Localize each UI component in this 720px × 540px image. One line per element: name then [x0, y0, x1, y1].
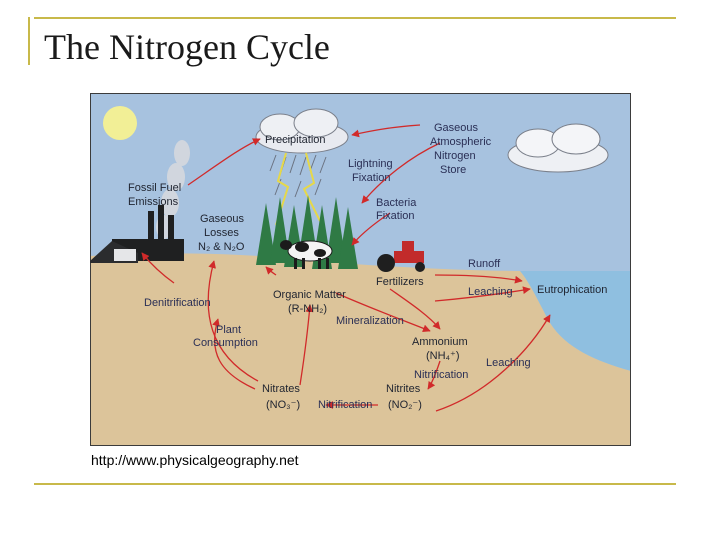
precipitation-cloud-icon: [255, 108, 349, 154]
source-url: http://www.physicalgeography.net: [91, 452, 299, 468]
nitrates-label-line2: (NO₃⁻): [266, 399, 300, 411]
arrow-denitrification: [207, 260, 259, 382]
bottom-frame-line: [34, 483, 676, 485]
nitrification-upper-label: Nitrification: [414, 369, 468, 381]
lightning-icon: [275, 152, 321, 226]
gaseous-store-label-line1: Gaseous: [434, 122, 479, 134]
gaseous-losses-label-line2: Losses: [204, 227, 239, 239]
arrow-organic-to-forest: [265, 266, 277, 276]
arrow-leaching-right: [435, 314, 551, 412]
top-frame-line: [34, 17, 676, 19]
nitrites-label-line2: (NO₂⁻): [388, 399, 422, 411]
soil: [90, 253, 631, 446]
factory-icon: [90, 205, 184, 263]
arrow-fertilizer-to-ammonium: [389, 288, 441, 330]
fossil-fuel-label-line1: Fossil Fuel: [128, 182, 181, 194]
arrow-store-to-lightning: [361, 142, 441, 204]
runoff-label: Runoff: [468, 258, 501, 270]
ammonium-label-line1: Ammonium: [412, 336, 468, 348]
bacteria-label-line2: Fixation: [376, 210, 415, 222]
ammonium-label-line2: (NH₄⁺): [426, 350, 460, 362]
sun-icon: [103, 106, 137, 140]
fertilizers-label: Fertilizers: [376, 276, 424, 288]
diagram-border: [90, 93, 631, 446]
denitrification-label: Denitrification: [144, 297, 211, 309]
plant-consumption-label-line2: Consumption: [193, 337, 258, 349]
arrow-plant-consumption: [212, 318, 256, 390]
gaseous-losses-label-line1: Gaseous: [200, 213, 245, 225]
arrow-nitrates-to-organic: [299, 304, 314, 386]
precipitation-label: Precipitation: [265, 134, 326, 146]
gaseous-store-label-line4: Store: [440, 164, 466, 176]
arrow-losses-to-sky: [141, 252, 175, 284]
ocean: [520, 271, 631, 371]
nitrification-lower-label: Nitrification: [318, 399, 372, 411]
bacteria-label-line1: Bacteria: [376, 197, 417, 209]
arrow-runoff: [434, 274, 523, 284]
leaching-right-label: Leaching: [486, 357, 531, 369]
arrow-leaching-top: [434, 286, 531, 302]
organic-matter-label-line1: Organic Matter: [273, 289, 346, 301]
organic-matter-label-line2: (R-NH₂): [288, 303, 327, 315]
nitrates-label-line1: Nitrates: [262, 383, 300, 395]
nitrogen-cycle-diagram: Precipitation Gaseous Atmospheric Nitrog…: [90, 93, 631, 446]
eutrophication-label: Eutrophication: [537, 284, 607, 296]
plant-consumption-label-line1: Plant: [216, 324, 241, 336]
slide-title: The Nitrogen Cycle: [44, 27, 330, 67]
gaseous-store-label-line2: Atmospheric: [430, 136, 492, 148]
left-frame-line: [28, 17, 30, 65]
rain-icon: [269, 154, 327, 198]
lightning-label-line1: Lightning: [348, 158, 393, 170]
cow-icon: [280, 240, 333, 269]
atmosphere-cloud-icon: [507, 123, 609, 173]
arrow-bacteria-fixation: [351, 212, 391, 246]
gaseous-store-label-line3: Nitrogen: [434, 150, 476, 162]
tractor-icon: [377, 241, 425, 272]
arrow-fossil-to-precipitation: [187, 138, 261, 186]
arrow-store-to-precipitation: [351, 124, 421, 138]
mineralization-label: Mineralization: [336, 315, 404, 327]
fossil-fuel-label-line2: Emissions: [128, 196, 179, 208]
arrow-organic-to-ammonium: [335, 292, 431, 333]
nitrites-label-line1: Nitrites: [386, 383, 421, 395]
leaching-top-label: Leaching: [468, 286, 513, 298]
arrow-ammonium-to-nitrites: [427, 360, 441, 390]
gaseous-losses-label-line3: N₂ & N₂O: [198, 241, 245, 253]
lightning-label-line2: Fixation: [352, 172, 391, 184]
